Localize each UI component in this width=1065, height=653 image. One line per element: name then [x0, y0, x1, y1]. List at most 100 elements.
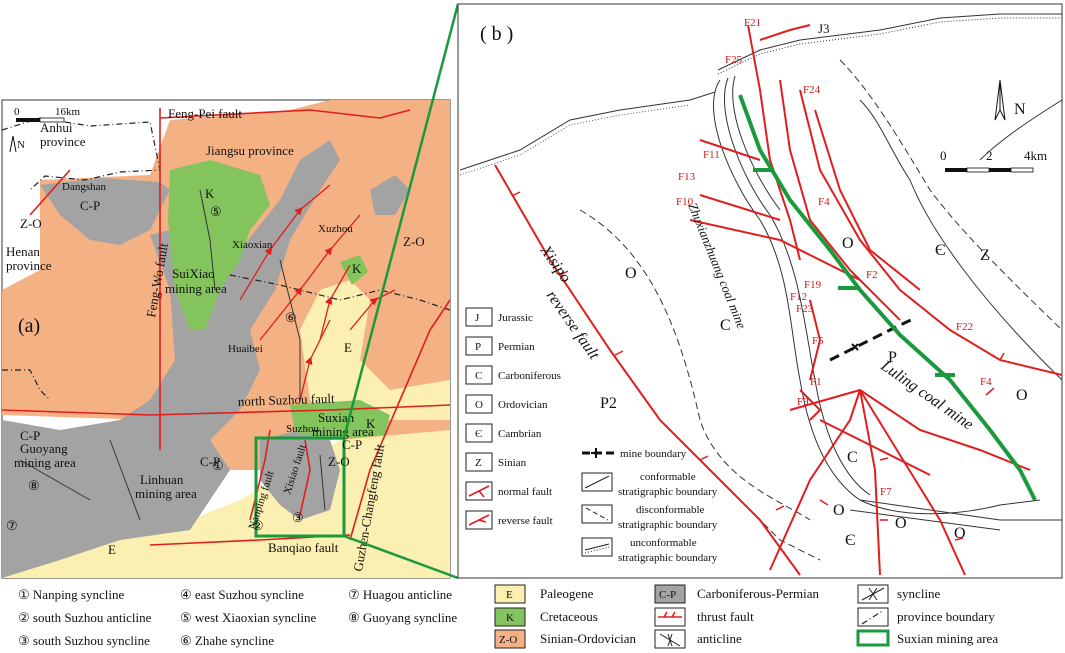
legend-anticline: anticline	[697, 631, 742, 646]
normal-fault-icon	[468, 485, 490, 498]
province-boundary-icon	[861, 609, 885, 625]
legend-z-sym: Z	[475, 457, 482, 469]
label-huaibei: Huaibei	[228, 343, 263, 355]
legend-east-suzhou-syncline: ④ east Suzhou syncline	[180, 587, 304, 602]
label-anhui: Anhui	[40, 120, 73, 135]
legend-carboniferous-permian: Carboniferous-Permian	[697, 586, 820, 601]
north-arrow-a-icon: N	[9, 135, 25, 153]
scale-zero: 0	[14, 106, 20, 118]
label-linhuan: Linhuan	[140, 472, 184, 487]
syncline-number-7: ⑦	[6, 518, 18, 533]
label-jiangsu: Jiangsu province	[206, 143, 294, 158]
unit-zo-2: Z-O	[403, 234, 425, 249]
legend-p-sym: P	[475, 341, 481, 353]
unit-o-5: O	[895, 515, 907, 532]
cretaceous-region	[168, 160, 270, 330]
legend-mine-boundary: mine boundary	[620, 448, 687, 460]
legend-conformable: conformable	[640, 471, 696, 483]
legend-jurassic: Jurassic	[498, 312, 533, 324]
label-suxian-mining-area: mining area	[312, 424, 374, 439]
legend-unconformable: unconformable	[630, 537, 697, 549]
mine-boundary-cross-icon	[851, 343, 859, 351]
unit-k-2: K	[352, 261, 362, 276]
panel-b-label: ( b )	[480, 23, 513, 45]
legend-west-xiaoxian-syncline: ⑤ west Xiaoxian syncline	[180, 610, 316, 625]
fault-label-f4-top: F4	[818, 196, 830, 208]
bottom-legend: ① Nanping syncline ② south Suzhou anticl…	[18, 584, 998, 649]
legend-ordovician: Ordovician	[498, 399, 548, 411]
legend-cambrian: Cambrian	[498, 428, 542, 440]
unit-o-1: O	[625, 265, 637, 282]
label-suxian: Suxian	[318, 410, 355, 425]
label-henan: Henan	[6, 244, 40, 259]
legend-e-sym: E	[506, 589, 513, 601]
scale-b-2: 2	[986, 148, 993, 163]
fault-label-f12: F12	[790, 291, 807, 303]
legend-k-sym: K	[506, 612, 514, 624]
unit-cambrian-2: Є	[845, 532, 856, 549]
anticline-icon	[659, 633, 681, 647]
legend-reverse-fault: reverse fault	[498, 515, 553, 527]
unit-p2: P2	[600, 395, 617, 412]
legend-province-boundary: province boundary	[897, 609, 995, 624]
fault-label-f10: F10	[676, 196, 694, 208]
panel-a-map: 0 16km N Anhui province Jiangsu province…	[1, 99, 451, 579]
suxian-mining-area-frame	[254, 436, 346, 538]
legend-cretaceous: Cretaceous	[540, 609, 598, 624]
legend-syncline: syncline	[897, 586, 941, 601]
legend-south-suzhou-anticline: ② south Suzhou anticline	[18, 610, 152, 625]
scale-bar-b: 0 2 4km	[940, 148, 1047, 173]
unit-cp-3: C-P	[200, 454, 220, 469]
unit-z: Z	[980, 247, 990, 264]
legend-guoyang-syncline: ⑧ Guoyang syncline	[348, 610, 457, 625]
fault-label-f13: F13	[678, 171, 696, 183]
legend-j-sym: J	[475, 312, 480, 324]
legend-cambrian-sym: Є	[475, 428, 482, 440]
label-suixiao-mining-area: mining area	[165, 281, 227, 296]
unit-o-6: O	[954, 525, 966, 542]
unit-e-1: E	[344, 340, 352, 355]
fault-label-f25: F25	[725, 54, 743, 66]
scale-b-4: 4km	[1024, 148, 1047, 163]
legend-cp-sym: C-P	[659, 589, 676, 601]
label-henan-province: province	[6, 258, 52, 273]
label-north-suzhou-fault: north Suzhou fault	[238, 391, 336, 409]
label-xuzhou: Xuzhou	[318, 223, 353, 235]
label-xiaoxian: Xiaoxian	[232, 239, 273, 251]
legend-normal-fault: normal fault	[498, 486, 552, 498]
legend-panel-b: J Jurassic P Permian C Carboniferous O O…	[465, 307, 718, 564]
legend-permian: Permian	[498, 341, 535, 353]
unit-zo-3: Z-O	[328, 454, 350, 469]
legend-o-sym: O	[475, 399, 483, 411]
label-dangshan: Dangshan	[62, 181, 106, 193]
unit-c-1: C	[720, 317, 731, 334]
fault-label-f21: F21	[744, 17, 761, 29]
unit-cp-1: C-P	[80, 198, 100, 213]
legend-disconformable-2: stratigraphic boundary	[618, 519, 718, 531]
unit-zo-1: Z-O	[20, 216, 42, 231]
legend-carboniferous: Carboniferous	[498, 370, 561, 382]
fault-label-f23: F23	[796, 303, 814, 315]
unit-cp-4: C-P	[342, 437, 362, 452]
unit-c-2: C	[847, 449, 858, 466]
unit-k-1: K	[205, 186, 215, 201]
north-arrow-b-icon: N	[994, 79, 1026, 121]
syncline-number-1: ①	[212, 458, 224, 473]
unconformable-boundary-icon	[584, 543, 610, 551]
fault-label-f9: F9	[797, 396, 809, 408]
fault-label-f7: F7	[880, 486, 892, 498]
legend-disconformable: disconformable	[636, 504, 705, 516]
legend-sinian: Sinian	[498, 457, 527, 469]
fault-label-f4-bottom: F4	[980, 376, 992, 388]
unit-e-2: E	[108, 542, 116, 557]
label-feng-pei-fault: Feng-Pei fault	[168, 106, 242, 121]
fault-label-f11: F11	[703, 149, 720, 161]
scale-bar-a: 0 16km	[14, 106, 81, 123]
unit-p: P	[888, 349, 897, 366]
legend-zhahe-syncline: ⑥ Zhahe syncline	[180, 633, 274, 648]
syncline-number-6: ⑥	[285, 310, 297, 325]
label-guoyang-mining-area: mining area	[14, 455, 76, 470]
fault-label-f1: F1	[810, 376, 822, 388]
panel-b-map: ( b ) N 0 2 4km F21 F25 F24 F11 F13 F10 …	[457, 3, 1063, 579]
